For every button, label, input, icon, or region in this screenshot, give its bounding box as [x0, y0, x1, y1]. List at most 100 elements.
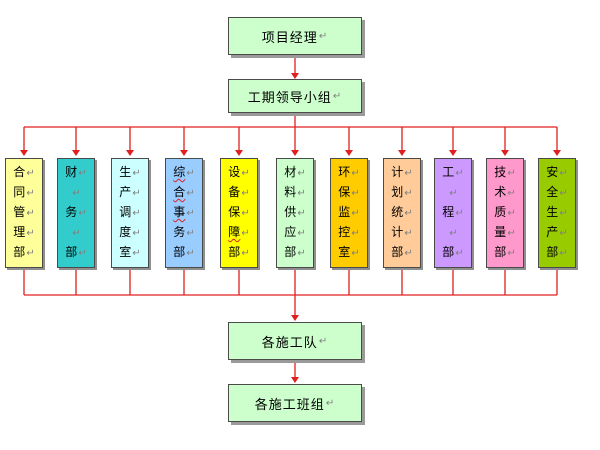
department-char: ↵: [448, 185, 457, 201]
department-char-text: 备: [228, 185, 241, 199]
department-char: 度↵: [119, 225, 140, 241]
paragraph-mark-icon: ↵: [404, 228, 413, 239]
paragraph-mark-icon: ↵: [26, 228, 35, 239]
department-char: 术↵: [494, 185, 515, 201]
paragraph-mark-icon: ↵: [26, 208, 35, 219]
department-char-text: 部: [173, 245, 186, 259]
department-char-text: 同: [13, 185, 26, 199]
department-char: 环↵: [338, 165, 359, 181]
department-box-engineering: 工↵↵程↵↵部↵: [434, 158, 472, 268]
department-char: 计↵: [391, 165, 412, 181]
department-char-text: 障: [228, 225, 241, 239]
paragraph-mark-icon: ↵: [351, 208, 360, 219]
department-char: 备↵: [228, 185, 249, 201]
department-box-materials: 材↵料↵供↵应↵部↵: [276, 158, 314, 268]
paragraph-mark-icon: ↵: [297, 228, 306, 239]
department-char-text: 管: [13, 205, 26, 219]
department-char: 管↵: [13, 205, 34, 221]
department-char: 应↵: [284, 225, 305, 241]
paragraph-mark-icon: ↵: [404, 208, 413, 219]
department-char-text: 供: [284, 205, 297, 219]
paragraph-mark-icon: ↵: [186, 168, 195, 179]
department-char: 程↵: [442, 205, 463, 221]
department-char: 料↵: [284, 185, 305, 201]
department-char: 控↵: [338, 225, 359, 241]
department-char: 保↵: [228, 205, 249, 221]
paragraph-mark-icon: ↵: [351, 228, 360, 239]
department-char: 设↵: [228, 165, 249, 181]
paragraph-mark-icon: ↵: [332, 90, 343, 102]
department-char: 产↵: [119, 185, 140, 201]
paragraph-mark-icon: ↵: [132, 168, 141, 179]
department-char-text: 财: [65, 165, 78, 179]
construction-teams-label: 各施工队: [261, 335, 318, 351]
paragraph-mark-icon: ↵: [507, 248, 516, 259]
paragraph-mark-icon: ↵: [351, 188, 360, 199]
paragraph-mark-icon: ↵: [507, 168, 516, 179]
department-char: 综↵: [173, 165, 194, 181]
paragraph-mark-icon: ↵: [26, 188, 35, 199]
department-char-text: 生: [119, 165, 132, 179]
department-char: 部↵: [13, 245, 34, 261]
schedule-leadership-label: 工期领导小组: [247, 90, 332, 106]
paragraph-mark-icon: ↵: [318, 335, 329, 347]
paragraph-mark-icon: ↵: [455, 168, 464, 179]
paragraph-mark-icon: ↵: [449, 188, 458, 199]
paragraph-mark-icon: ↵: [72, 188, 81, 199]
department-char-text: 部: [546, 245, 559, 259]
department-char-text: 量: [494, 225, 507, 239]
paragraph-mark-icon: ↵: [318, 30, 329, 42]
construction-teams-box: 各施工队↵: [228, 322, 362, 360]
department-char: 室↵: [338, 245, 359, 261]
department-char: 技↵: [494, 165, 515, 181]
paragraph-mark-icon: ↵: [241, 228, 250, 239]
paragraph-mark-icon: ↵: [78, 248, 87, 259]
department-box-quality: 技↵术↵质↵量↵部↵: [486, 158, 524, 268]
department-char: 合↵: [13, 165, 34, 181]
department-char: 产↵: [546, 225, 567, 241]
paragraph-mark-icon: ↵: [241, 168, 250, 179]
department-char-text: 应: [284, 225, 297, 239]
department-char: 生↵: [119, 165, 140, 181]
department-char: 材↵: [284, 165, 305, 181]
department-char-text: 产: [119, 185, 132, 199]
department-char-text: 调: [119, 205, 132, 219]
department-char-text: 合: [173, 185, 186, 199]
department-char: 统↵: [391, 205, 412, 221]
department-char-text: 部: [284, 245, 297, 259]
paragraph-mark-icon: ↵: [404, 248, 413, 259]
department-char: 务↵: [173, 225, 194, 241]
department-char-text: 安: [546, 165, 559, 179]
department-char-text: 部: [65, 245, 78, 259]
department-char: 供↵: [284, 205, 305, 221]
paragraph-mark-icon: ↵: [186, 228, 195, 239]
department-char: 监↵: [338, 205, 359, 221]
department-box-planning: 计↵划↵统↵计↵部↵: [383, 158, 421, 268]
department-char-text: 产: [546, 225, 559, 239]
department-char: 保↵: [338, 185, 359, 201]
department-char: ↵: [71, 225, 80, 241]
department-char: 合↵: [173, 185, 194, 201]
paragraph-mark-icon: ↵: [186, 208, 195, 219]
department-box-contract: 合↵同↵管↵理↵部↵: [5, 158, 43, 268]
department-char-text: 监: [338, 205, 351, 219]
paragraph-mark-icon: ↵: [26, 168, 35, 179]
department-char-text: 保: [228, 205, 241, 219]
department-char-text: 质: [494, 205, 507, 219]
department-char-text: 务: [65, 205, 78, 219]
department-char-text: 室: [338, 245, 351, 259]
paragraph-mark-icon: ↵: [297, 188, 306, 199]
department-box-safety: 安↵全↵生↵产↵部↵: [538, 158, 576, 268]
paragraph-mark-icon: ↵: [507, 188, 516, 199]
department-char: 财↵: [65, 165, 86, 181]
department-char: 安↵: [546, 165, 567, 181]
department-char-text: 事: [173, 205, 186, 219]
paragraph-mark-icon: ↵: [132, 208, 141, 219]
department-char-text: 理: [13, 225, 26, 239]
department-char-text: 划: [391, 185, 404, 199]
paragraph-mark-icon: ↵: [132, 228, 141, 239]
department-char: 质↵: [494, 205, 515, 221]
department-char: 部↵: [494, 245, 515, 261]
department-char-text: 程: [442, 205, 455, 219]
